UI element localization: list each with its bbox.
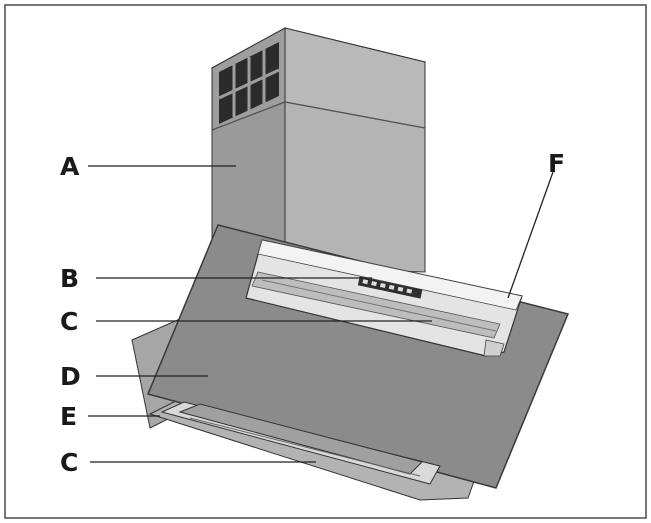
control-strip	[245, 239, 523, 357]
chimney-lower-right-face	[284, 101, 426, 273]
label-f: F	[548, 149, 565, 178]
label-c-upper: C	[60, 307, 78, 336]
label-b: B	[60, 264, 79, 293]
label-c-lower: C	[60, 448, 78, 477]
label-a: A	[60, 152, 80, 181]
top-trim	[257, 239, 523, 311]
leader-f	[507, 171, 554, 299]
control-buttons	[357, 276, 423, 299]
label-e: E	[60, 402, 77, 431]
label-d: D	[60, 362, 81, 391]
vent-grille	[218, 42, 280, 124]
lower-filter-strip	[160, 401, 441, 485]
